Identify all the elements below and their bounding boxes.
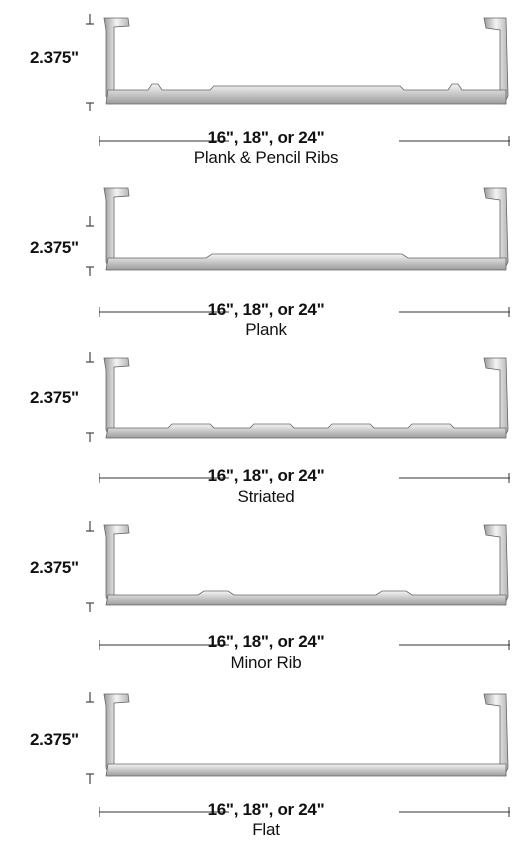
panel-pan [105,423,507,439]
profile-minor-rib: 2.375" 16", 18", or 24" Minor Rib [0,507,532,677]
width-dimension-line [99,807,510,817]
width-label: 16", 18", or 24" [207,632,325,651]
panel-profile-drawing [86,352,509,442]
panel-right-leg [483,524,509,606]
height-dimension-marker [86,216,94,276]
panel-right-leg [483,357,509,439]
panel-profile-drawing [86,187,509,276]
panel-left-leg [103,357,130,439]
panel-profile-drawing [86,14,509,111]
profile-name: Minor Rib [230,653,302,672]
profile-plank: 2.375" 16", 18", or 24" Plank [0,170,532,340]
profile-name: Plank & Pencil Ribs [193,148,339,167]
profile-striated: 2.375" 16", 18", or 24" Striated [0,340,532,510]
height-label: 2.375" [30,388,79,407]
profile-flat: 2.375" 16", 18", or 24" Flat [0,676,532,846]
height-label: 2.375" [30,558,79,577]
panel-left-leg [103,524,130,606]
height-dimension-marker [86,521,94,612]
width-dimension-line [99,473,510,483]
panel-profile-drawing [86,521,509,612]
panel-profile-drawing [86,692,509,784]
panel-pan [105,83,507,105]
profile-name: Striated [237,487,295,506]
height-label: 2.375" [30,48,79,67]
height-label: 2.375" [30,730,79,749]
width-dimension-line [99,307,510,317]
profile-name: Flat [252,820,280,839]
height-dimension-marker [86,14,94,111]
width-label: 16", 18", or 24" [207,300,325,319]
height-dimension-marker [86,692,94,784]
width-label: 16", 18", or 24" [207,800,325,819]
profile-name: Plank [245,320,287,339]
height-dimension-marker [86,352,94,442]
panel-pan [105,763,507,777]
height-label: 2.375" [30,238,79,257]
width-label: 16", 18", or 24" [207,128,325,147]
profile-plank-pencil-ribs: 2.375" 16", 18", or 24" Plank & Pencil R… [0,0,532,170]
width-label: 16", 18", or 24" [207,466,325,485]
panel-pan [105,590,507,606]
width-dimension-line [99,136,510,146]
panel-pan [105,253,507,271]
width-dimension-line [99,640,510,650]
